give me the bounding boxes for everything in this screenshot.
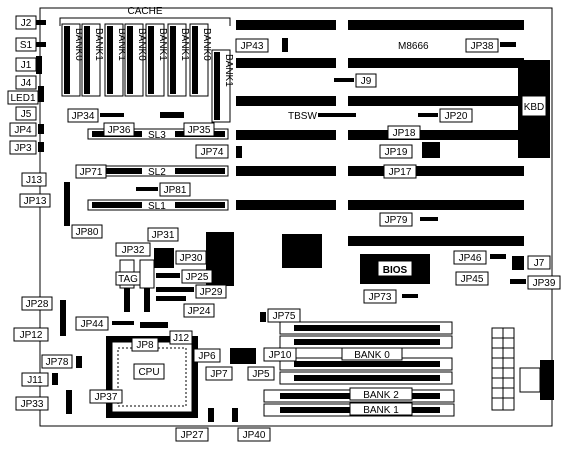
m8666-label: M8666 — [398, 41, 429, 52]
jp37-label: JP37 — [95, 392, 118, 403]
sl1-slot — [87, 199, 229, 211]
cache-bank-1e: BANK1 — [211, 49, 234, 123]
jp79-label: JP79 — [385, 215, 408, 226]
cache-bank-1d: BANK1 — [167, 23, 190, 97]
svg-text:BIOS: BIOS — [383, 265, 408, 276]
jp5-label: JP5 — [252, 369, 270, 380]
jp44-label: JP44 — [81, 319, 104, 330]
svg-text:BANK1: BANK1 — [157, 28, 168, 61]
isa-slots — [236, 20, 524, 246]
chipset-chip — [282, 234, 322, 268]
jp38-label: JP38 — [471, 41, 494, 52]
jp34-label: JP34 — [72, 111, 95, 122]
svg-text:BANK 2: BANK 2 — [363, 390, 399, 401]
jp30-label: JP30 — [180, 253, 203, 264]
jp46-label: JP46 — [459, 253, 482, 264]
sl2-label: SL2 — [148, 167, 166, 178]
sl1-label: SL1 — [148, 201, 166, 212]
svg-text:BANK0: BANK0 — [201, 28, 212, 61]
jp43-label: JP43 — [241, 41, 264, 52]
jp31-label: JP31 — [152, 230, 175, 241]
cache-bank-1c: BANK1 — [145, 23, 168, 97]
jp36-label: JP36 — [108, 125, 131, 136]
jp4-label: JP4 — [14, 125, 32, 136]
jp6-label: JP6 — [198, 351, 216, 362]
jp40-label: JP40 — [243, 430, 266, 441]
cache-bank-1b: BANK1 — [104, 23, 127, 97]
tag-chip-2 — [139, 259, 155, 289]
svg-text:BANK 1: BANK 1 — [363, 405, 399, 416]
svg-text:BANK1: BANK1 — [93, 28, 104, 61]
jp12-label: JP12 — [20, 330, 43, 341]
j12-label: J12 — [173, 333, 190, 344]
kbd-label: KBD — [524, 102, 545, 113]
svg-text:BANK1: BANK1 — [179, 28, 190, 61]
cache-bank-0b: BANK0 — [124, 23, 147, 97]
cache-bank-1a: BANK1 — [81, 23, 104, 97]
j5-label: J5 — [21, 109, 32, 120]
svg-text:BANK1: BANK1 — [223, 54, 234, 87]
cache-label: CACHE — [127, 6, 162, 17]
jp29-label: JP29 — [200, 287, 223, 298]
jp28-label: JP28 — [26, 299, 49, 310]
jp3-label: JP3 — [14, 143, 32, 154]
jp27-label: JP27 — [181, 430, 204, 441]
j9-label: J9 — [361, 76, 372, 87]
jp19-label: JP19 — [385, 147, 408, 158]
jp8-label: JP8 — [136, 340, 154, 351]
jp18-label: JP18 — [393, 128, 416, 139]
jp74-label: JP74 — [201, 147, 224, 158]
j7-label: J7 — [534, 258, 545, 269]
jp32-label: JP32 — [122, 245, 145, 256]
jp24-label: JP24 — [188, 306, 211, 317]
led1-label: LED1 — [10, 93, 35, 104]
svg-text:BANK 0: BANK 0 — [354, 350, 390, 361]
j13-label: J13 — [26, 175, 43, 186]
jp10-label: JP10 — [269, 350, 292, 361]
sl3-label: SL3 — [148, 130, 166, 141]
jp13-label: JP13 — [24, 196, 47, 207]
memory-bank-2: BANK 2 — [263, 387, 455, 403]
jp75-label: JP75 — [273, 311, 296, 322]
jp80-label: JP80 — [76, 227, 99, 238]
cpu-label: CPU — [138, 367, 159, 378]
board-outline — [39, 7, 553, 427]
j1-label: J1 — [21, 60, 32, 71]
tag-label: TAG — [118, 274, 138, 285]
svg-text:BANK1: BANK1 — [116, 28, 127, 61]
cache-bank-0c: BANK0 — [189, 23, 212, 97]
jp73-label: JP73 — [369, 292, 392, 303]
jp78-label: JP78 — [46, 357, 69, 368]
s1-label: S1 — [20, 40, 33, 51]
jp7-label: JP7 — [210, 369, 228, 380]
svg-text:BANK0: BANK0 — [73, 28, 84, 61]
memory-bank-0: BANK 0 — [279, 321, 453, 385]
tbsw-label: TBSW — [288, 111, 317, 122]
jp17-label: JP17 — [389, 167, 412, 178]
battery — [540, 360, 554, 400]
jp35-label: JP35 — [188, 125, 211, 136]
sl3-slot — [87, 128, 229, 140]
jp45-label: JP45 — [461, 274, 484, 285]
j4-label: J4 — [21, 78, 32, 89]
jp71-label: JP71 — [80, 167, 103, 178]
cache-bracket — [59, 17, 231, 26]
jp20-label: JP20 — [445, 111, 468, 122]
jp39-label: JP39 — [533, 278, 556, 289]
j2-label: J2 — [21, 18, 32, 29]
svg-text:BANK0: BANK0 — [136, 28, 147, 61]
memory-bank-1: BANK 1 — [263, 402, 455, 417]
j11-label: J11 — [27, 375, 43, 386]
cache-bank-0a: BANK0 — [61, 23, 84, 97]
jp33-label: JP33 — [21, 399, 44, 410]
jp25-label: JP25 — [186, 272, 209, 283]
jp81-label: JP81 — [164, 185, 187, 196]
